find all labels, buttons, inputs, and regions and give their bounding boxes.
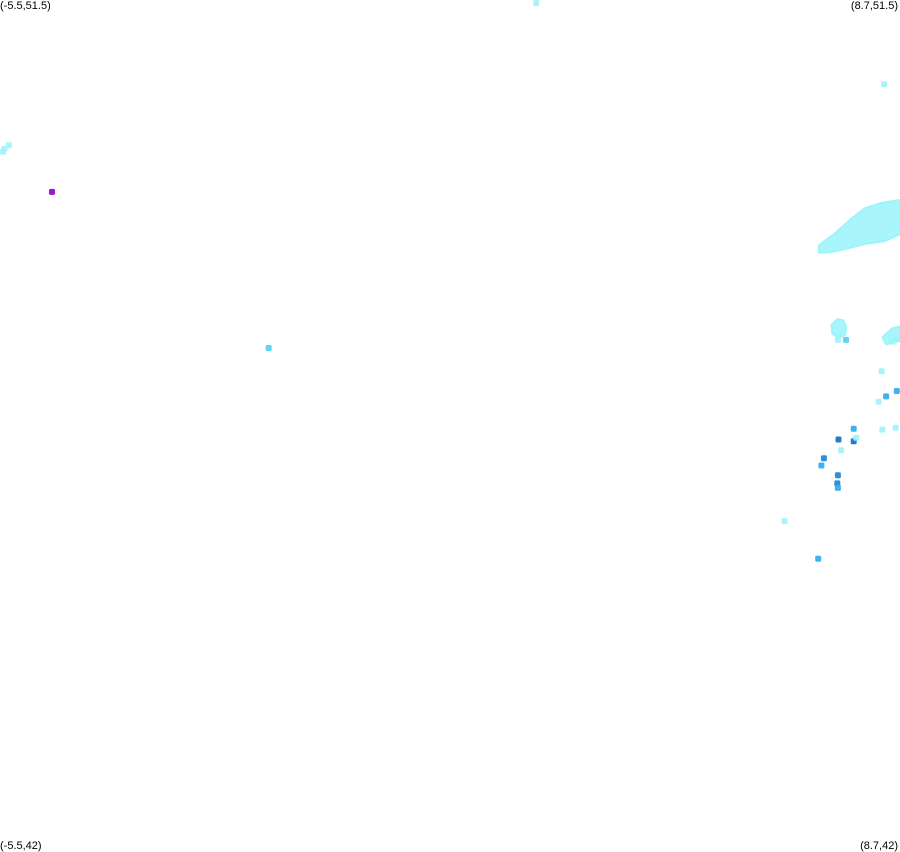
map-point-11 <box>894 335 900 342</box>
map-point-3 <box>5 142 12 149</box>
map-point-29 <box>815 555 822 562</box>
corner-label-bottom-right: (8.7,42) <box>860 840 898 852</box>
corner-label-bottom-left: (-5.5,42) <box>0 840 42 852</box>
map-point-18 <box>850 425 857 432</box>
map-point-12 <box>878 368 885 375</box>
map-point-19 <box>835 436 842 443</box>
regions-layer <box>817 199 900 346</box>
map-point-28 <box>781 518 788 525</box>
map-point-16 <box>879 426 886 433</box>
map-point-23 <box>820 455 827 462</box>
map-point-25 <box>834 472 841 479</box>
map-point-17 <box>892 424 899 431</box>
corner-label-top-left: (-5.5,51.5) <box>0 0 51 12</box>
map-point-22 <box>838 447 845 454</box>
corner-label-top-right: (8.7,51.5) <box>850 0 898 12</box>
map-point-13 <box>883 393 890 400</box>
points-layer <box>0 0 900 562</box>
map-point-9 <box>834 336 841 343</box>
map-region-0 <box>817 199 900 254</box>
map-point-24 <box>818 462 825 469</box>
map-point-4 <box>0 148 6 155</box>
map-point-0 <box>533 0 540 6</box>
map-point-15 <box>875 398 882 405</box>
map-point-21 <box>853 434 860 441</box>
map-point-7 <box>838 331 845 338</box>
map-point-8 <box>843 336 850 343</box>
map-point-5 <box>49 188 55 195</box>
map-point-1 <box>881 81 888 88</box>
map-point-6 <box>265 345 272 351</box>
map-point-14 <box>893 388 900 394</box>
map-point-27 <box>834 484 841 491</box>
map-point-10 <box>889 338 896 345</box>
